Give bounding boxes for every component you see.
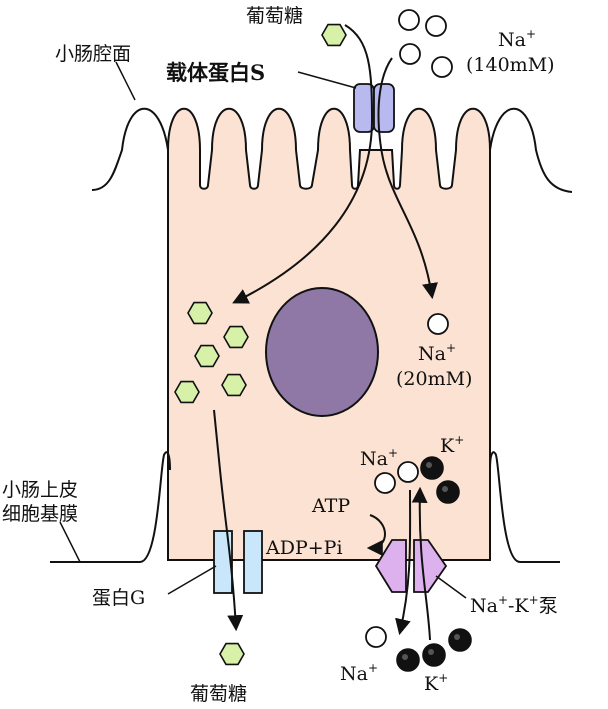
na-ion — [374, 472, 396, 494]
glucose-molecule — [221, 373, 247, 397]
label-atp: ATP — [311, 495, 350, 517]
na-ion — [431, 56, 453, 78]
nucleus — [265, 287, 379, 417]
label-na-in-conc: (20mM) — [396, 368, 472, 390]
label-basal-2: 细胞基膜 — [2, 503, 78, 525]
glucose-molecules — [174, 23, 347, 666]
label-basal-1: 小肠上皮 — [2, 479, 78, 501]
label-k-pump-in: K+ — [440, 433, 464, 457]
k-ion — [420, 456, 444, 480]
label-glucose-bottom: 葡萄糖 — [190, 683, 247, 705]
label-protein-g: 蛋白G — [92, 587, 145, 609]
label-pump: Na+-K+泵 — [470, 593, 558, 617]
na-ion — [427, 313, 449, 335]
label-na-pump-in: Na+ — [360, 446, 398, 470]
leader-lumen — [115, 61, 136, 101]
carrier-protein-s — [353, 83, 395, 133]
na-ions — [365, 9, 453, 648]
lumen-membrane-left — [91, 107, 169, 191]
label-glucose-top: 葡萄糖 — [246, 5, 303, 27]
k-ion-highlight — [426, 462, 432, 468]
lumen-membrane-right — [489, 107, 573, 193]
basal-membrane-left — [50, 451, 171, 563]
na-entry-path — [377, 57, 438, 300]
atp-hydrolysis-arrow — [366, 514, 386, 556]
na-ion — [365, 626, 387, 648]
na-ion — [397, 461, 419, 483]
k-ion — [422, 643, 446, 667]
k-ion-highlight — [442, 486, 448, 492]
label-na-out-conc: (140mM) — [466, 54, 555, 76]
glucose-molecule — [321, 23, 347, 47]
basal-membrane-right — [489, 451, 560, 563]
leader-protein-g — [167, 565, 217, 595]
na-ion — [398, 9, 420, 31]
k-ion-highlight — [402, 654, 408, 660]
label-na-out: Na+ — [498, 27, 536, 51]
na-ion — [399, 43, 421, 65]
glucose-molecule — [187, 301, 213, 325]
leader-carrier-s — [297, 71, 357, 89]
k-ion — [396, 648, 420, 672]
label-carrier-s: 载体蛋白S — [166, 60, 265, 85]
k-ions — [396, 456, 472, 672]
protein-g — [213, 530, 263, 594]
k-ion-highlight — [454, 634, 460, 640]
glucose-molecule — [174, 380, 200, 404]
glucose-exit-path — [213, 409, 244, 632]
k-ion — [448, 628, 472, 652]
glucose-molecule — [219, 642, 245, 666]
k-ion-highlight — [428, 649, 434, 655]
label-na-bottom: Na+ — [340, 661, 378, 685]
label-lumen: 小肠腔面 — [55, 43, 131, 65]
glucose-molecule — [194, 344, 220, 368]
na-ion — [425, 15, 447, 37]
label-k-bottom: K+ — [424, 671, 448, 695]
k-ion — [436, 480, 460, 504]
leader-pump — [435, 575, 467, 599]
label-na-in: Na+ — [418, 341, 456, 365]
glucose-molecule — [223, 325, 249, 349]
label-adp-pi: ADP+Pi — [265, 537, 343, 559]
k-entry-path — [411, 486, 431, 641]
leader-basal — [59, 521, 81, 563]
glucose-entry-path — [232, 24, 374, 304]
na-exit-path — [395, 489, 412, 636]
